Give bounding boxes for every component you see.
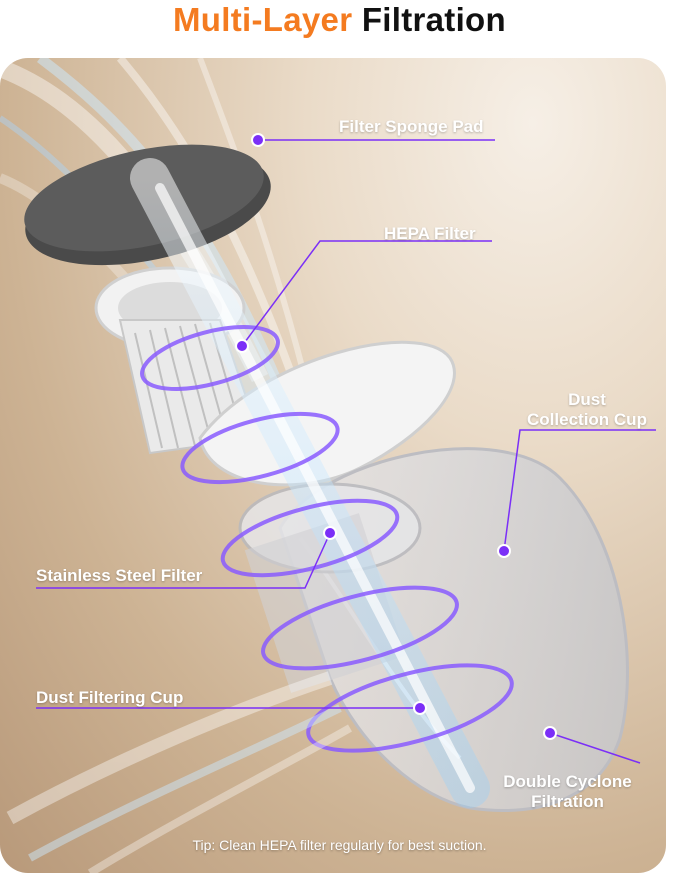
label-hepa-filter: HEPA Filter (384, 224, 476, 243)
tip-text: Tip: Clean HEPA filter regularly for bes… (192, 837, 487, 853)
page-title: Multi-Layer Filtration (0, 0, 679, 52)
air-beam (130, 158, 490, 808)
title-rest: Filtration (361, 1, 506, 38)
label-stainless-steel-filter: Stainless Steel Filter (36, 566, 203, 585)
label-double-cyclone: Double Cyclone Filtration (480, 772, 655, 812)
title-accent: Multi-Layer (173, 1, 353, 38)
label-double-cyclone-line1: Double Cyclone (503, 772, 632, 791)
product-panel (0, 58, 666, 873)
label-double-cyclone-line2: Filtration (531, 792, 604, 811)
cyclone-rings (140, 325, 514, 753)
label-dust-collection-cup-line1: Dust (568, 390, 606, 409)
label-dust-collection-cup-line2: Collection Cup (527, 410, 647, 429)
callout-dot-icon (235, 133, 557, 740)
label-filter-sponge-pad: Filter Sponge Pad (339, 117, 484, 136)
filtration-illustration (0, 58, 656, 873)
label-dust-collection-cup: Dust Collection Cup (517, 390, 657, 430)
callout-lines (36, 139, 656, 764)
airflow-bottom (6, 671, 352, 873)
label-dust-filtering-cup: Dust Filtering Cup (36, 688, 184, 707)
cup-lid-shape (198, 340, 456, 487)
